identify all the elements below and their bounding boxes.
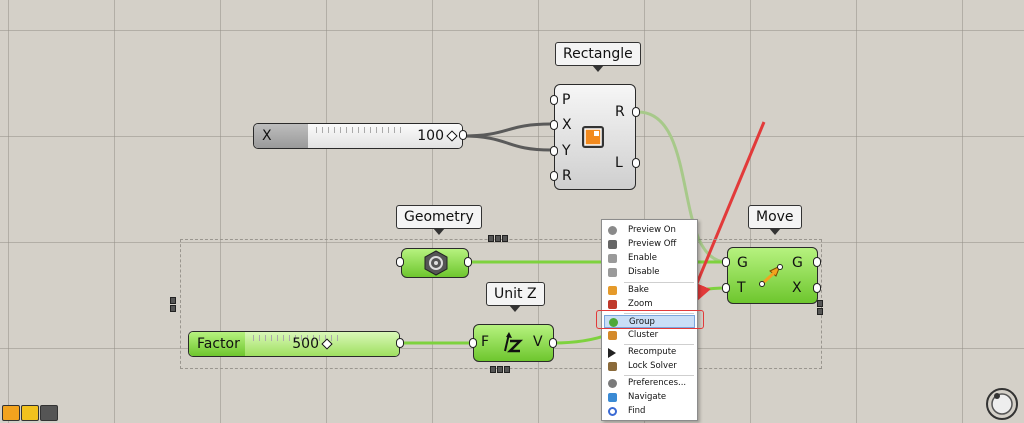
group-icon: [609, 318, 618, 327]
rectangle-output-l: L: [615, 155, 623, 171]
disable-icon: [608, 268, 617, 277]
rectangle-output-l-grip[interactable]: [632, 158, 640, 168]
menu-separator: [624, 344, 694, 345]
unit-z-output-v: V: [533, 334, 543, 350]
cluster-icon: [608, 331, 617, 340]
rectangle-input-r: R: [562, 168, 572, 184]
rectangle-input-x-grip[interactable]: [550, 120, 558, 130]
menu-separator: [624, 282, 694, 283]
move-arrow-icon: [759, 264, 783, 287]
rectangle-input-r-grip[interactable]: [550, 171, 558, 181]
geometry-mini-toolbar[interactable]: [488, 235, 508, 242]
lock-solver-icon: [608, 362, 617, 371]
move-output-g: G: [792, 255, 803, 271]
x-size-output-grip[interactable]: [459, 130, 467, 140]
unit-z-tag: Unit Z: [486, 282, 545, 312]
geometry-input-grip[interactable]: [396, 257, 404, 267]
factor-slider-track[interactable]: 500: [245, 332, 399, 356]
x-size-slider-handle-icon[interactable]: [446, 130, 458, 142]
menu-item-disable[interactable]: Disable: [604, 266, 695, 279]
enable-icon: [608, 254, 617, 263]
x-size-slider-value: 100: [417, 128, 444, 144]
slider-ticks: [316, 127, 402, 133]
menu-item-navigate[interactable]: Navigate: [604, 391, 695, 404]
zoom-icon: [608, 300, 617, 309]
preview-off-icon: [608, 240, 617, 249]
factor-slider-value: 500: [292, 336, 319, 352]
factor-slider[interactable]: Factor 500: [188, 331, 400, 357]
menu-separator: [624, 375, 694, 376]
canvas-toolbar-icon[interactable]: [2, 405, 20, 421]
rectangle-input-p-grip[interactable]: [550, 95, 558, 105]
unit-z-arrow-icon: [504, 332, 524, 353]
rectangle-output-r: R: [615, 104, 625, 120]
menu-item-cluster[interactable]: Cluster: [604, 329, 695, 342]
navigate-icon: [608, 393, 617, 402]
geometry-component[interactable]: [401, 248, 469, 278]
move-input-t-grip[interactable]: [722, 283, 730, 293]
rectangle-tag: Rectangle: [555, 42, 641, 72]
preview-on-icon: [608, 226, 617, 235]
factor-output-grip[interactable]: [396, 338, 404, 348]
rectangle-input-p: P: [562, 92, 571, 108]
wire-xsize-to-x: [461, 122, 552, 138]
move-input-g: G: [737, 255, 748, 271]
menu-separator: [624, 313, 694, 314]
rectangle-output-r-grip[interactable]: [632, 107, 640, 117]
menu-item-lock-solver[interactable]: Lock Solver: [604, 360, 695, 373]
search-icon: [608, 407, 617, 416]
move-tag: Move: [748, 205, 802, 235]
unit-z-output-grip[interactable]: [549, 338, 557, 348]
navigation-compass-icon[interactable]: [984, 386, 1020, 422]
unit-z-mini-toolbar[interactable]: [490, 366, 510, 373]
menu-item-preferences[interactable]: Preferences...: [604, 377, 695, 390]
move-output-x: X: [792, 280, 802, 296]
geometry-output-grip[interactable]: [464, 257, 472, 267]
factor-mini-toolbar[interactable]: [170, 297, 176, 315]
wire-xsize-to-y: [461, 134, 552, 152]
menu-item-bake[interactable]: Bake: [604, 284, 695, 297]
menu-item-zoom[interactable]: Zoom: [604, 298, 695, 311]
slider-ticks: [253, 335, 339, 341]
move-input-g-grip[interactable]: [722, 257, 730, 267]
rectangle-input-y: Y: [562, 143, 571, 159]
move-output-x-grip[interactable]: [813, 283, 821, 293]
menu-item-enable[interactable]: Enable: [604, 252, 695, 265]
canvas-toolbar-icon[interactable]: [40, 405, 58, 421]
play-icon: [608, 348, 616, 358]
canvas-toolbar-icon[interactable]: [21, 405, 39, 421]
menu-item-preview-off[interactable]: Preview Off: [604, 238, 695, 251]
rectangle-icon: [582, 126, 604, 148]
x-size-slider-label: X Size: [254, 124, 308, 148]
move-output-g-grip[interactable]: [813, 257, 821, 267]
gear-icon: [608, 379, 617, 388]
x-size-slider[interactable]: X Size 100: [253, 123, 463, 149]
rectangle-component[interactable]: P X Y R R L: [550, 84, 640, 190]
rectangle-input-y-grip[interactable]: [550, 146, 558, 156]
context-menu: Preview On Preview Off Enable Disable Ba…: [601, 219, 698, 421]
menu-item-preview-on[interactable]: Preview On: [604, 224, 695, 237]
menu-item-find[interactable]: Find: [604, 405, 695, 418]
geometry-hexagon-icon: [424, 250, 448, 276]
annotation-arrow: [683, 121, 766, 312]
rectangle-input-x: X: [562, 117, 572, 133]
menu-item-group[interactable]: Group: [604, 315, 695, 328]
unit-z-input-f: F: [481, 334, 490, 350]
move-mini-toolbar[interactable]: [817, 300, 823, 318]
unit-z-input-grip[interactable]: [469, 338, 477, 348]
geometry-tag: Geometry: [396, 205, 482, 235]
factor-slider-label: Factor: [189, 332, 245, 356]
move-input-t: T: [737, 280, 746, 296]
bake-icon: [608, 286, 617, 295]
menu-item-recompute[interactable]: Recompute: [604, 346, 695, 359]
x-size-slider-track[interactable]: 100: [308, 124, 462, 148]
move-component[interactable]: G T G X: [727, 247, 818, 304]
unit-z-component[interactable]: F V: [473, 324, 554, 362]
group-highlight-annotation: [596, 310, 704, 329]
